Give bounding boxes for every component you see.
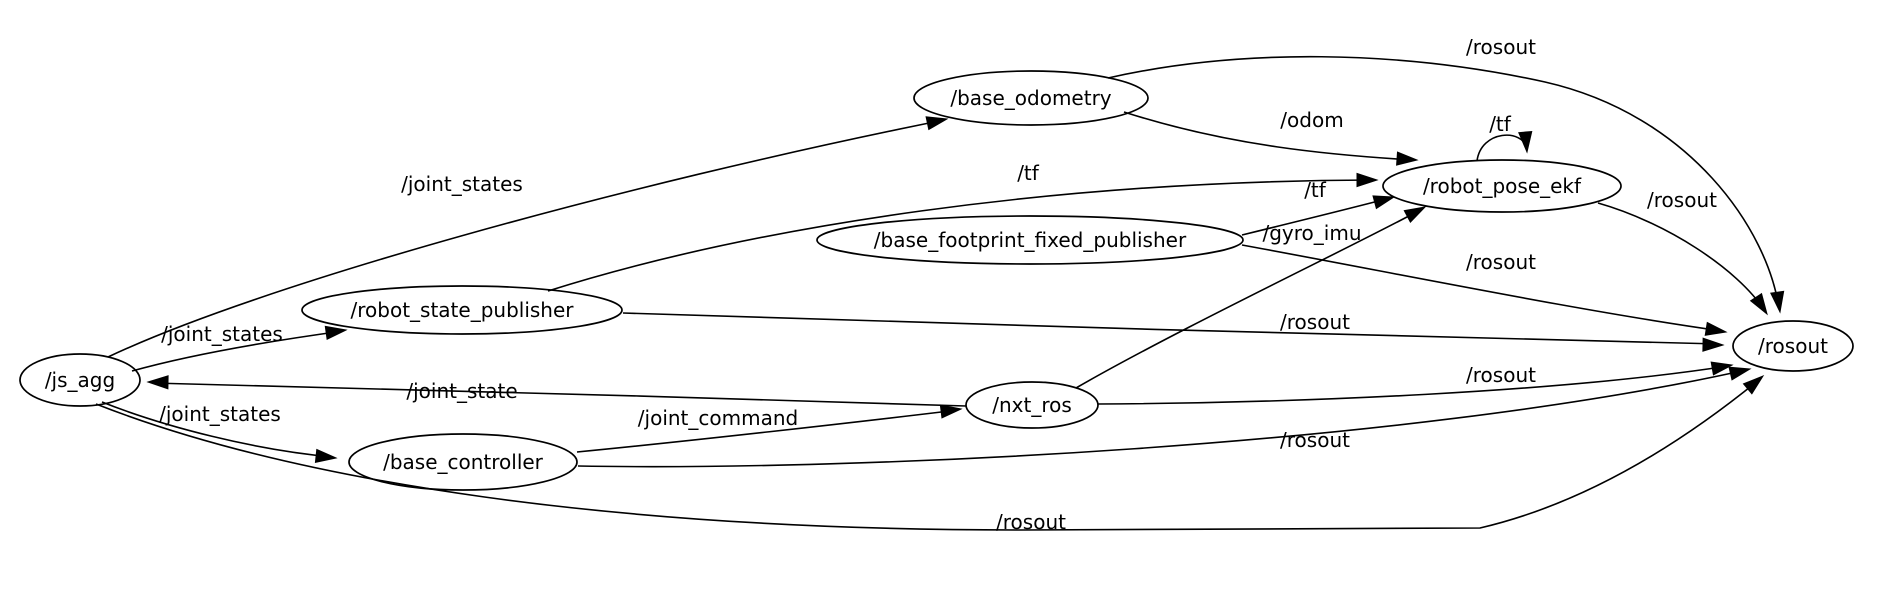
node-robot_pose_ekf: [1382, 159, 1622, 213]
arrowhead-icon: [1704, 321, 1728, 336]
node-base_footprint_fixed_publisher: [816, 215, 1244, 265]
node-label-base_odometry: /base_odometry: [950, 86, 1111, 110]
node-label-base_footprint_fixed_publisher: /base_footprint_fixed_publisher: [874, 228, 1187, 252]
topic-label-rosout: /rosout: [1647, 188, 1717, 212]
topic-label-odom: /odom: [1280, 108, 1343, 132]
topic-label-tf: /tf: [1017, 161, 1040, 185]
arrowhead-icon: [1396, 151, 1419, 166]
arrowhead-icon: [1749, 292, 1768, 316]
edge-js_agg-to-rosout: [95, 378, 1761, 531]
arrowhead-icon: [1710, 361, 1734, 376]
topic-label-rosout: /rosout: [1466, 35, 1536, 59]
node-base_controller: [348, 433, 578, 491]
node-label-robot_pose_ekf: /robot_pose_ekf: [1423, 174, 1582, 198]
edge-js_agg-to-base_controller: [101, 401, 334, 458]
edge-robot_state_publisher-to-robot_pose_ekf: [547, 179, 1374, 292]
edges-layer: [95, 55, 1785, 531]
arrowhead-icon: [1518, 130, 1533, 154]
node-label-nxt_ros: /nxt_ros: [992, 393, 1072, 417]
edge-base_footprint_fixed_publisher-to-rosout: [1241, 244, 1723, 332]
topic-label-joint_command: /joint_command: [638, 406, 798, 430]
edge-robot_state_publisher-to-rosout: [622, 312, 1720, 345]
arrowhead-icon: [324, 325, 348, 340]
edge-base_controller-to-rosout: [577, 369, 1747, 468]
arrowhead-icon: [925, 116, 949, 131]
topic-label-rosout: /rosout: [1280, 428, 1350, 452]
arrowhead-icon: [939, 404, 963, 419]
node-label-rosout: /rosout: [1758, 334, 1828, 358]
edge-base_odometry-to-rosout: [1107, 55, 1780, 310]
arrowhead-icon: [1356, 172, 1379, 188]
topic-label-rosout: /rosout: [1280, 310, 1350, 334]
topic-label-tf: /tf: [1489, 112, 1512, 136]
arrowhead-icon: [146, 375, 169, 390]
edge-nxt_ros-to-robot_pose_ekf: [1075, 208, 1423, 389]
topic-label-joint_states: /joint_states: [159, 402, 281, 426]
topic-label-rosout: /rosout: [996, 510, 1066, 534]
edge-js_agg-to-robot_state_publisher: [131, 330, 344, 372]
topic-label-rosout: /rosout: [1466, 250, 1536, 274]
edge-robot_pose_ekf-to-rosout: [1597, 202, 1766, 312]
node-base_odometry: [913, 70, 1149, 126]
edge-base_controller-to-nxt_ros: [576, 409, 959, 453]
topic-label-gyro_imu: /gyro_imu: [1262, 221, 1361, 245]
arrowhead-icon: [1742, 374, 1765, 395]
edge-robot_pose_ekf-to-robot_pose_ekf: [1476, 134, 1528, 162]
node-nxt_ros: [965, 381, 1099, 429]
arrowhead-icon: [1372, 195, 1396, 210]
edge-nxt_ros-to-rosout: [1097, 365, 1729, 405]
nodes-layer: [19, 70, 1854, 491]
topic-label-joint_states: /joint_states: [161, 322, 283, 346]
edge-base_odometry-to-robot_pose_ekf: [1123, 111, 1414, 161]
topic-label-tf: /tf: [1304, 178, 1327, 202]
node-label-base_controller: /base_controller: [383, 450, 544, 474]
edge-js_agg-to-base_odometry: [107, 119, 945, 358]
arrowhead-icon: [1702, 337, 1725, 352]
node-label-robot_state_publisher: /robot_state_publisher: [351, 298, 575, 322]
node-label-js_agg: /js_agg: [45, 368, 115, 392]
arrowhead-icon: [1403, 206, 1427, 223]
topic-label-joint_state: /joint_state: [406, 379, 517, 403]
arrowhead-icon: [1770, 290, 1785, 314]
topic-label-rosout: /rosout: [1466, 363, 1536, 387]
arrowhead-icon: [1728, 366, 1752, 381]
node-robot_state_publisher: [301, 285, 623, 335]
node-js_agg: [19, 353, 141, 407]
edge-nxt_ros-to-js_agg: [151, 382, 967, 407]
node-rosout: [1732, 320, 1854, 372]
topic-label-joint_states: /joint_states: [401, 172, 523, 196]
arrowhead-icon: [314, 448, 338, 464]
labels-layer: /joint_states/joint_states/joint_states /…: [45, 35, 1828, 534]
